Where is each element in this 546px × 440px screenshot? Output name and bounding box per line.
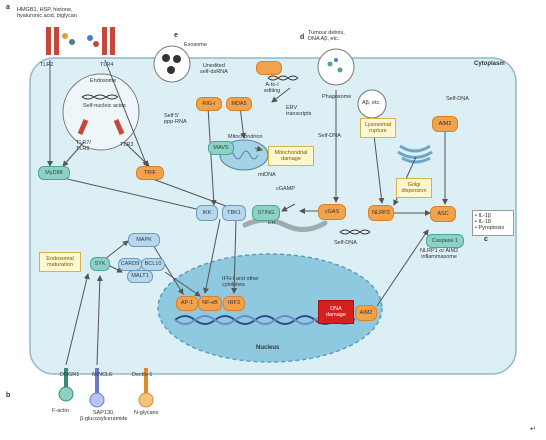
nfkb-node: NF-κB — [198, 296, 222, 311]
panel-label-e: e — [174, 32, 178, 39]
irf3-node: IRF3 — [223, 296, 245, 311]
nucleus-label: Nucleus — [256, 345, 280, 351]
ap1-node: AP-1 — [176, 296, 198, 311]
phagosome-label: Phagosome — [322, 94, 352, 100]
top-ligands-label: HMGB1, HSP, histone, hyaluronic acid, bi… — [17, 7, 77, 20]
self-dna-mid-label: Self-DNA — [334, 240, 357, 246]
inflammasome-label: NLRP1 or AIM2 inflammasome — [420, 248, 459, 261]
cytoplasm-label: Cytoplasm — [474, 61, 505, 67]
ikk-node: IKK — [196, 205, 218, 221]
nucleus-shape — [157, 253, 383, 363]
syk-node: SYK — [90, 257, 110, 271]
abeta-label: Aβ, etc. — [362, 100, 381, 106]
nlrp3-node: NLRP3 — [368, 205, 394, 221]
panel-label-b: b — [6, 392, 11, 399]
nglycans-label: N-glycans — [134, 410, 159, 416]
panel-label-d: d — [300, 34, 305, 41]
endosome-label: Endosome — [90, 78, 117, 84]
endosome-shape — [62, 73, 140, 151]
mda5-node: MDA5 — [226, 97, 252, 111]
mapk-node: MAPK — [128, 233, 160, 247]
asc-node: ASC — [430, 206, 456, 222]
mitochondrion-label: Mitochondrion — [228, 134, 263, 140]
mtdna-label: mtDNA — [258, 172, 276, 178]
tumour-label: Tumour debris, DNA Aβ, etc. — [308, 30, 345, 43]
aim2-nuclear-node: AIM2 — [355, 305, 377, 321]
myd88-node: MyD88 — [38, 166, 70, 180]
footer-mark: ↵ — [530, 426, 536, 433]
ifn-label: IFN-I and other cytokines — [222, 276, 259, 289]
mincle-label: MINCLE — [92, 372, 113, 378]
exosome-label: Exosome — [184, 42, 207, 48]
cgas-node: cGAS — [318, 204, 346, 220]
endosomal-maturation-box: Endosomal maturation — [39, 252, 81, 272]
factin-label: F-actin — [52, 408, 69, 414]
caspase1-node: Caspase 1 — [426, 234, 464, 248]
bcl10-node: BCL10 — [141, 258, 165, 271]
dngr1-label: DNGR1 — [60, 372, 80, 378]
tlr3-label: TLR3 — [120, 142, 134, 148]
outputs-box: • IL-1β • IL-18 • Pyroptosis — [472, 210, 514, 236]
mavs-node: MAVS — [208, 141, 234, 155]
er-label: ER — [268, 220, 276, 226]
erv-label: ERV transcripts — [286, 105, 312, 118]
self-dna-phago-label: Self-DNA — [318, 133, 341, 139]
self-dna-top-label: Self-DNA — [446, 96, 469, 102]
malt1-node: MALT1 — [127, 270, 153, 283]
sap130-label: SAP130, β-glucosylceramide — [80, 410, 128, 423]
tlr79-label: TLR7/ TLR9 — [76, 140, 91, 153]
tlr2-label: TLR2 — [40, 62, 54, 68]
panel-label-c: c — [484, 236, 488, 243]
panel-label-a: a — [6, 4, 10, 11]
sting-node: STING — [252, 205, 280, 221]
rig-i-node: RIG-I — [196, 97, 222, 111]
dectin1-label: Dectin-1 — [132, 372, 153, 378]
self5-label: Self 5' ppp-RNA — [164, 113, 187, 126]
lysosomal-rupture-box: Lysosomal rupture — [360, 118, 396, 138]
adar1-node — [256, 61, 282, 75]
exosome-shape — [153, 45, 191, 83]
a-to-i-label: A-to-I editing — [264, 82, 281, 95]
aim2-top-node: AIM2 — [432, 116, 458, 132]
phagosome-shape — [317, 48, 355, 86]
unedited-label: Unedited self-dsRNA — [200, 63, 228, 76]
tbk1-node: TBK1 — [222, 205, 246, 221]
cgamp-label: cGAMP — [276, 186, 295, 192]
dna-damage-box: DNA damage — [318, 300, 354, 324]
golgi-dispersion-box: Golgi dispersion — [396, 178, 432, 198]
trif-node: TRIF — [136, 166, 164, 180]
self-nucleic-label: Self-nucleic acids — [83, 103, 126, 109]
tlr4-label: TLR4 — [100, 62, 114, 68]
mito-damage-box: Mitochondrial damage — [268, 146, 314, 166]
